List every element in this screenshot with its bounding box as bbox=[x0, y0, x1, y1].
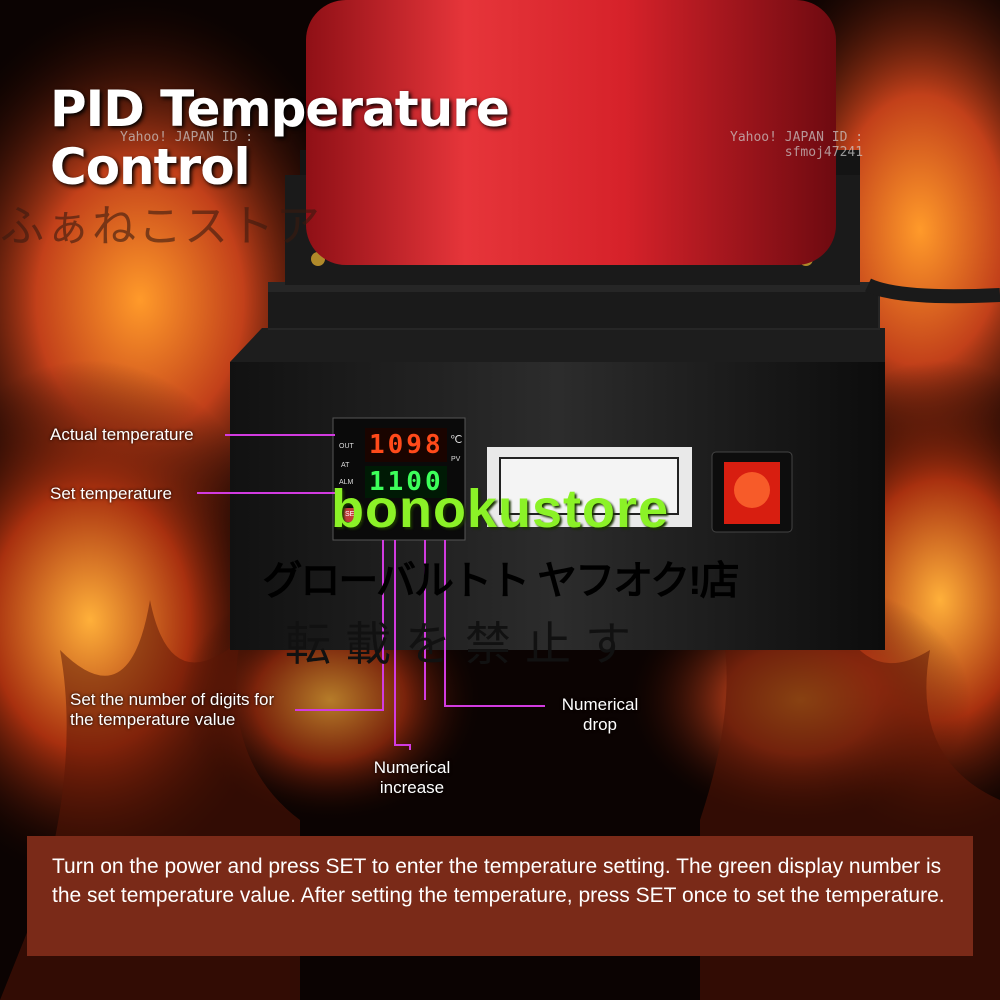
set-key[interactable]: SET bbox=[345, 511, 359, 518]
alm-label: ALM bbox=[339, 479, 354, 486]
jp-notice-watermark: 転載を禁止す bbox=[285, 617, 645, 671]
watermark-top-right: Yahoo! JAPAN ID : sfmoj47241 bbox=[730, 130, 863, 160]
numerical-drop-label: Numerical drop bbox=[561, 695, 639, 734]
store-name-watermark: bonokustore bbox=[330, 479, 669, 539]
page-title: PID Temperature Control bbox=[50, 80, 510, 196]
at-label: AT bbox=[341, 462, 350, 469]
title-line-1: PID Temperature bbox=[50, 80, 510, 138]
user-id-label: sfmoj47241 bbox=[784, 145, 864, 160]
set-temperature-label: Set temperature bbox=[50, 484, 172, 503]
instruction-panel: Turn on the power and press SET to enter… bbox=[27, 836, 973, 956]
yahoo-id-label: Yahoo! JAPAN ID : bbox=[730, 130, 864, 145]
yahoo-id-label: Yahoo! JAPAN ID : bbox=[120, 130, 254, 145]
set-temperature-display: 1100 bbox=[369, 467, 444, 497]
title-line-2: Control bbox=[50, 138, 251, 196]
actual-temperature-label: Actual temperature bbox=[50, 425, 194, 444]
actual-temperature-display: 1098 bbox=[369, 430, 444, 460]
instruction-text: Turn on the power and press SET to enter… bbox=[52, 855, 945, 907]
digits-label: Set the number of digits for the tempera… bbox=[70, 690, 275, 729]
jp-store-watermark: グローバルトト ヤフオク!店 bbox=[262, 559, 739, 603]
side-watermark: ふぁねこストア bbox=[0, 202, 322, 251]
numerical-increase-label: Numerical increase bbox=[373, 758, 451, 797]
unit-label: ℃ bbox=[450, 434, 463, 446]
out-label: OUT bbox=[339, 443, 354, 450]
pv-label: PV bbox=[451, 456, 461, 463]
watermark-top-left: Yahoo! JAPAN ID : bbox=[120, 130, 253, 145]
